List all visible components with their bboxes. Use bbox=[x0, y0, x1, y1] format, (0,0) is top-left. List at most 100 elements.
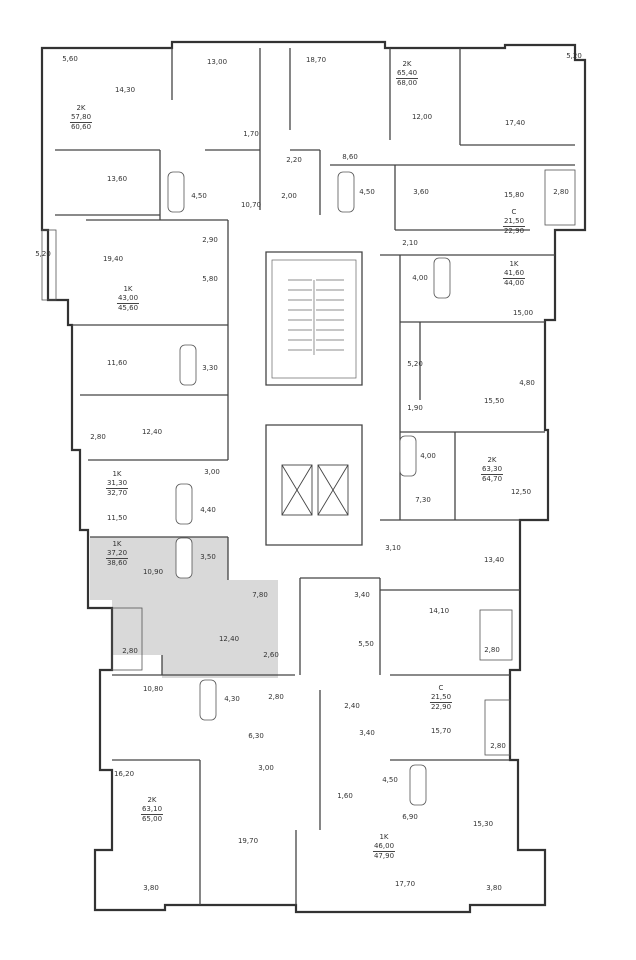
room-area: 13,00 bbox=[206, 57, 228, 66]
room-area: 12,40 bbox=[218, 634, 240, 643]
balconies bbox=[41, 169, 576, 756]
room-area: 15,80 bbox=[503, 190, 525, 199]
room-area: 2,20 bbox=[286, 155, 302, 164]
room-area: 15,00 bbox=[512, 308, 534, 317]
room-area: 11,60 bbox=[106, 358, 128, 367]
unit-living-area: 63,10 bbox=[140, 804, 164, 815]
room-area: 5,80 bbox=[202, 274, 218, 283]
room-area: 2,80 bbox=[122, 646, 138, 655]
unit-type: 2K bbox=[147, 796, 157, 804]
unit-total-area: 22,90 bbox=[503, 226, 525, 235]
room-area: 14,10 bbox=[428, 606, 450, 615]
unit-total-area: 38,60 bbox=[106, 558, 128, 567]
room-area: 14,30 bbox=[114, 85, 136, 94]
room-area: 10,90 bbox=[142, 567, 164, 576]
unit-total-area: 22,90 bbox=[430, 702, 452, 711]
room-area: 8,60 bbox=[342, 152, 358, 161]
room-area: 2,80 bbox=[553, 187, 569, 196]
room-area: 7,30 bbox=[415, 495, 431, 504]
unit-total-area: 65,00 bbox=[141, 814, 163, 823]
room-area: 10,80 bbox=[142, 684, 164, 693]
unit-type: 1K bbox=[112, 470, 122, 478]
room-area: 2,60 bbox=[263, 650, 279, 659]
room-area: 3,40 bbox=[354, 590, 370, 599]
unit-living-area: 65,40 bbox=[395, 68, 419, 79]
unit-total-area: 47,90 bbox=[373, 851, 395, 860]
room-area: 2,80 bbox=[484, 645, 500, 654]
unit-living-area: 37,20 bbox=[105, 548, 129, 559]
room-area: 6,90 bbox=[402, 812, 418, 821]
unit-living-area: 57,80 bbox=[69, 112, 93, 123]
room-area: 16,20 bbox=[113, 769, 135, 778]
room-area: 15,50 bbox=[483, 396, 505, 405]
room-area: 6,30 bbox=[248, 731, 264, 740]
unit-type: 2K bbox=[487, 456, 497, 464]
room-area: 1,70 bbox=[243, 129, 259, 138]
exterior-walls bbox=[40, 40, 587, 914]
staircase bbox=[271, 259, 357, 379]
room-area: 4,50 bbox=[382, 775, 398, 784]
room-area: 3,10 bbox=[385, 543, 401, 552]
unit-total-area: 68,00 bbox=[396, 78, 418, 87]
room-area: 5,60 bbox=[62, 54, 78, 63]
unit-type: 1K bbox=[112, 540, 122, 548]
room-area: 5,20 bbox=[35, 249, 51, 258]
unit-living-area: 41,60 bbox=[502, 268, 526, 279]
room-area: 12,40 bbox=[141, 427, 163, 436]
room-area: 15,70 bbox=[430, 726, 452, 735]
room-area: 3,80 bbox=[486, 883, 502, 892]
elevators bbox=[281, 464, 349, 516]
unit-type: C bbox=[511, 208, 517, 216]
unit-type: 2K bbox=[76, 104, 86, 112]
unit-total-area: 44,00 bbox=[503, 278, 525, 287]
unit-living-area: 46,00 bbox=[372, 841, 396, 852]
unit-type: 1K bbox=[379, 833, 389, 841]
interior-walls bbox=[55, 48, 575, 905]
room-area: 4,80 bbox=[519, 378, 535, 387]
unit-living-area: 63,30 bbox=[480, 464, 504, 475]
room-area: 5,50 bbox=[358, 639, 374, 648]
room-area: 11,50 bbox=[106, 513, 128, 522]
room-area: 4,50 bbox=[191, 191, 207, 200]
room-area: 7,80 bbox=[252, 590, 268, 599]
room-area: 13,40 bbox=[483, 555, 505, 564]
highlighted-apartment bbox=[90, 537, 278, 678]
unit-type: 2K bbox=[402, 60, 412, 68]
room-area: 4,30 bbox=[224, 694, 240, 703]
room-area: 15,30 bbox=[472, 819, 494, 828]
room-area: 4,50 bbox=[359, 187, 375, 196]
room-area: 4,00 bbox=[420, 451, 436, 460]
room-area: 2,80 bbox=[490, 741, 506, 750]
unit-total-area: 32,70 bbox=[106, 488, 128, 497]
room-area: 3,50 bbox=[200, 552, 216, 561]
room-area: 4,40 bbox=[200, 505, 216, 514]
unit-total-area: 64,70 bbox=[481, 474, 503, 483]
room-area: 10,70 bbox=[240, 200, 262, 209]
room-area: 1,90 bbox=[407, 403, 423, 412]
room-area: 3,60 bbox=[413, 187, 429, 196]
room-area: 4,00 bbox=[412, 273, 428, 282]
room-area: 18,70 bbox=[305, 55, 327, 64]
unit-type: C bbox=[438, 684, 444, 692]
unit-type: 1K bbox=[509, 260, 519, 268]
unit-living-area: 21,50 bbox=[502, 216, 526, 227]
bathtubs bbox=[167, 171, 451, 806]
room-area: 12,00 bbox=[411, 112, 433, 121]
unit-type: 1K bbox=[123, 285, 133, 293]
room-area: 17,40 bbox=[504, 118, 526, 127]
room-area: 2,40 bbox=[344, 701, 360, 710]
room-area: 2,90 bbox=[202, 235, 218, 244]
room-area: 3,00 bbox=[258, 763, 274, 772]
room-area: 13,60 bbox=[106, 174, 128, 183]
unit-total-area: 60,60 bbox=[70, 122, 92, 131]
